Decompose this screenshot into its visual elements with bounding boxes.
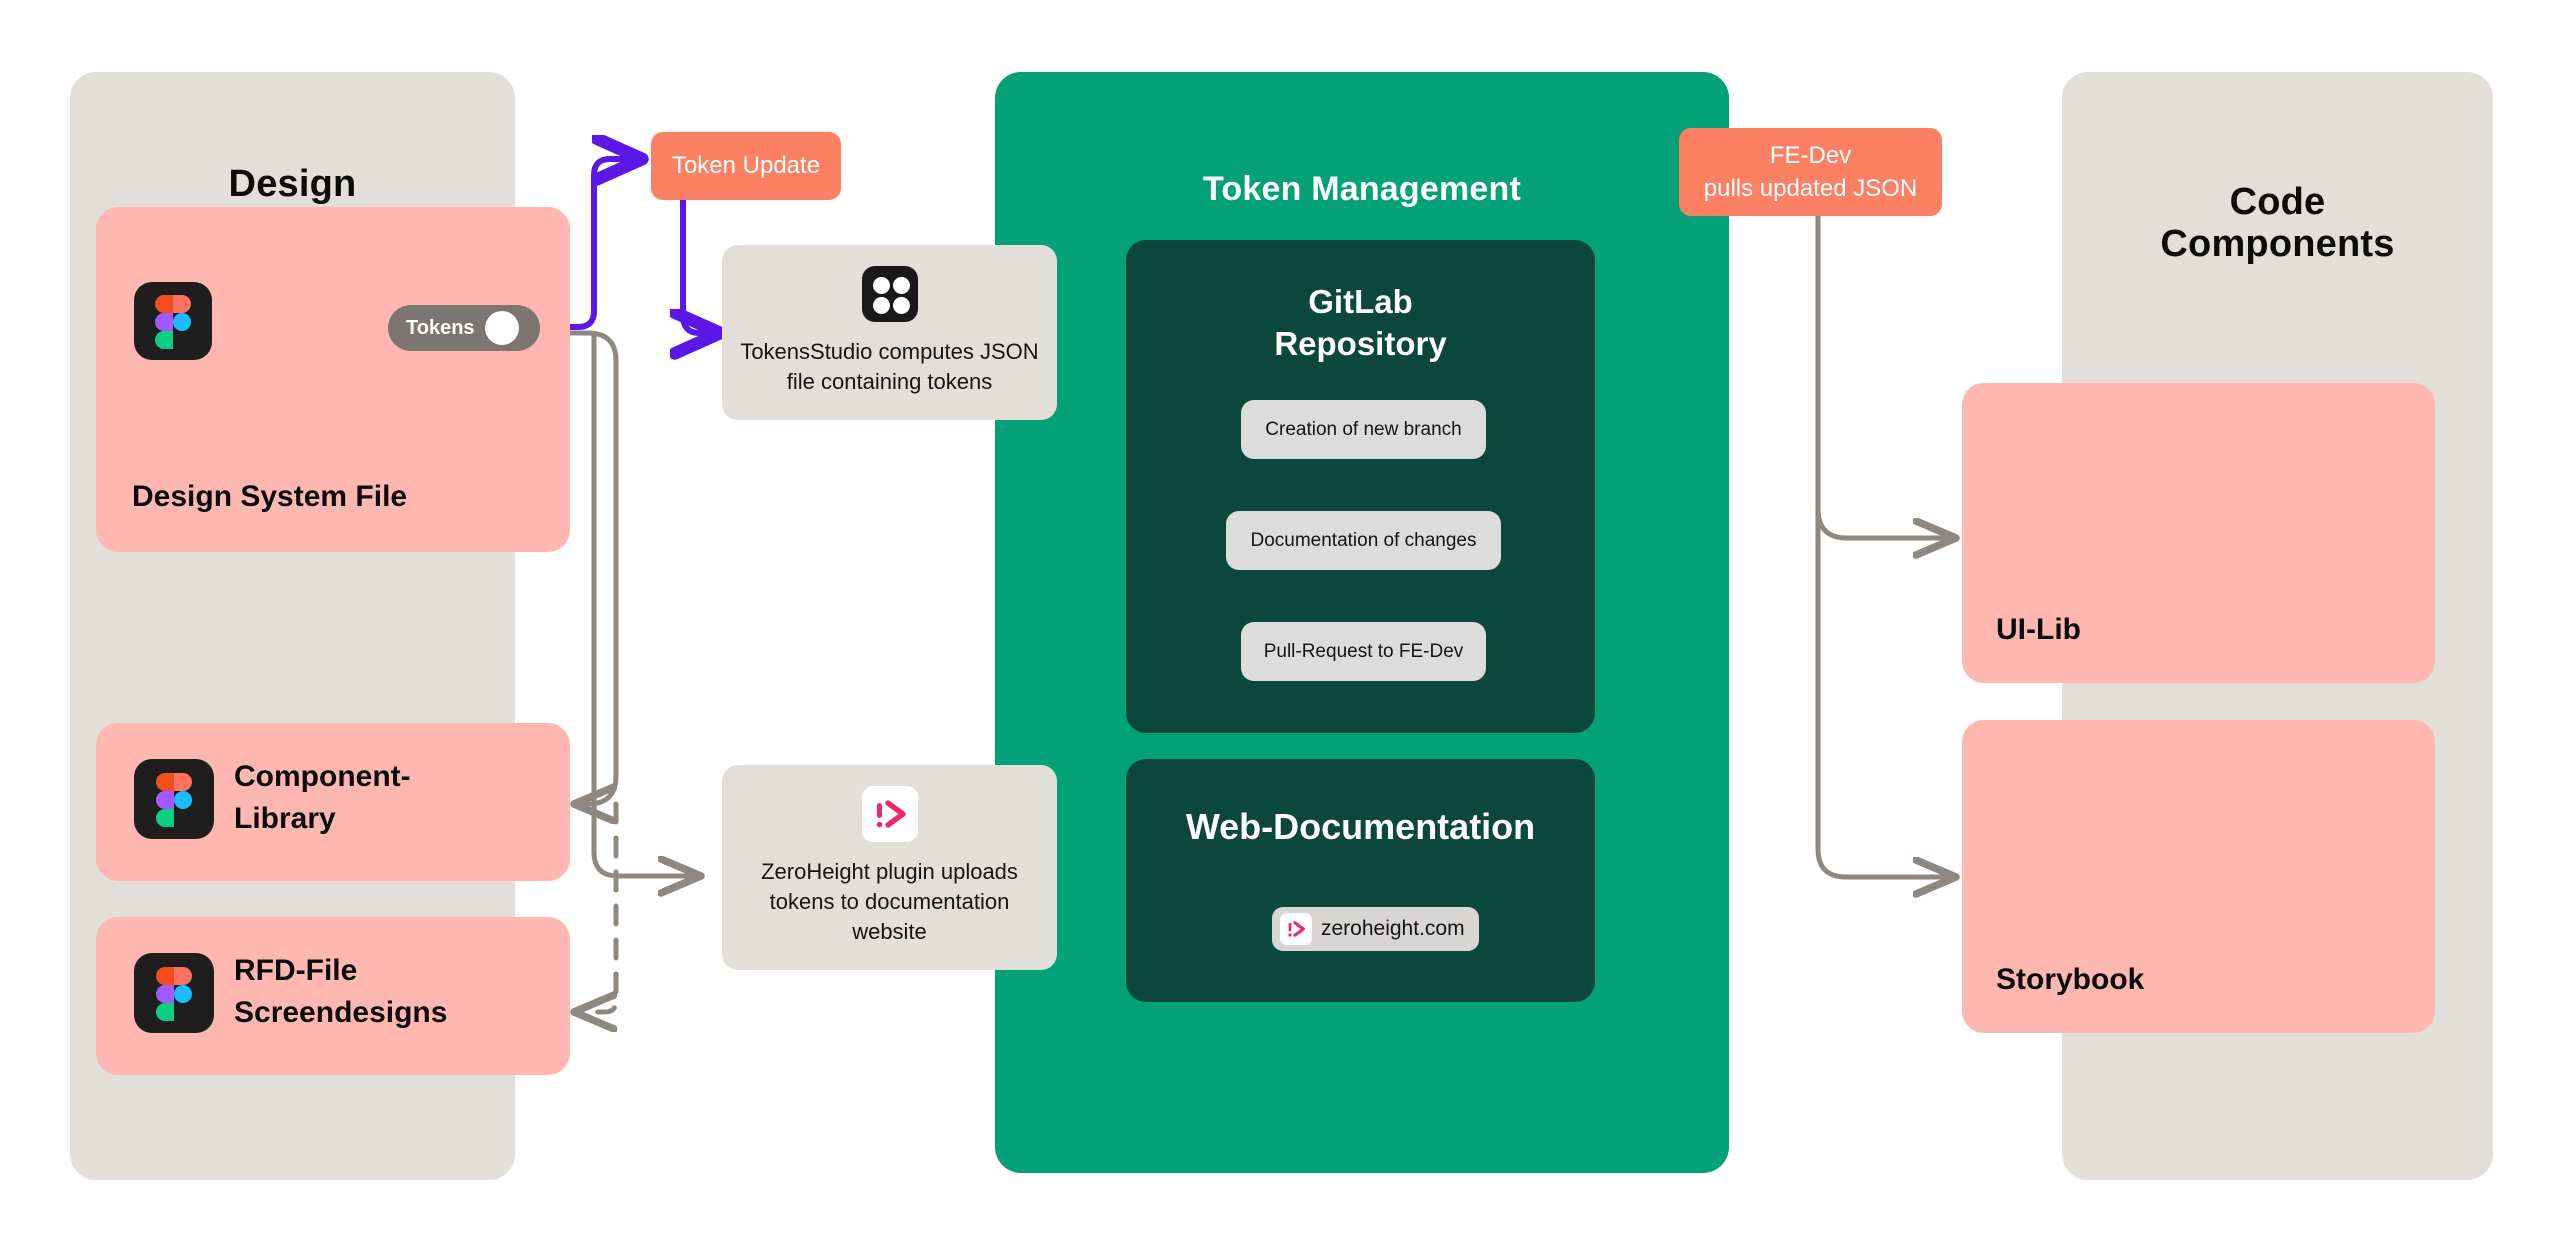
card-rfd-file[interactable]: RFD-File Screendesigns (96, 917, 570, 1075)
card-rfd-file-label-line2: Screendesigns (234, 996, 448, 1029)
zeroheight-link-chip[interactable]: zeroheight.com (1272, 907, 1479, 951)
card-design-system-file-label: Design System File (132, 479, 408, 513)
link-tokens-to-zeroheight-box (591, 332, 700, 876)
infobox-zeroheight-line2: tokens to documentation (769, 889, 1010, 914)
card-rfd-file-label-line1: RFD-File (234, 954, 358, 987)
figma-icon (134, 953, 214, 1033)
infobox-tokensstudio-line1: TokensStudio computes JSON (740, 339, 1039, 364)
badge-fe-dev-line2: pulls updated JSON (1703, 175, 1918, 202)
design-panel-title: Design (228, 163, 357, 205)
tokens-toggle-label: Tokens (406, 316, 475, 339)
toggle-knob[interactable] (484, 311, 519, 345)
card-ui-lib[interactable]: UI-Lib (1962, 383, 2435, 683)
card-component-library-label-line2: Library (234, 802, 336, 835)
zeroheight-link-label: zeroheight.com (1321, 917, 1465, 940)
token-management-title: Token Management (1202, 170, 1522, 208)
card-storybook-label: Storybook (1996, 962, 2145, 996)
code-components-title-line2: Components (2160, 223, 2395, 265)
infobox-tokensstudio-line2: file containing tokens (786, 369, 993, 394)
tokens-studio-icon (861, 266, 918, 322)
gitlab-title-line2: Repository (1274, 325, 1447, 362)
code-components-title-line1: Code (2229, 181, 2326, 223)
badge-token-update-label: Token Update (671, 152, 821, 180)
web-documentation-title: Web-Documentation (1185, 806, 1536, 847)
gitlab-step-creation-of-new-branch[interactable]: Creation of new branch (1241, 400, 1486, 459)
card-component-library[interactable]: Component- Library (96, 723, 570, 881)
link-token-update-to-tokensstudio (683, 197, 718, 333)
badge-fe-dev[interactable]: FE-Dev pulls updated JSON (1679, 128, 1942, 216)
card-ui-lib-label: UI-Lib (1996, 612, 2081, 646)
infobox-zeroheight-line1: ZeroHeight plugin uploads (761, 859, 1018, 884)
gitlab-step-label: Creation of new branch (1265, 418, 1462, 440)
gitlab-title-line1: GitLab (1308, 283, 1413, 320)
tokens-toggle[interactable]: Tokens (388, 305, 540, 351)
badge-fe-dev-line1: FE-Dev (1769, 141, 1852, 169)
gitlab-step-label: Pull-Request to FE-Dev (1263, 640, 1464, 662)
infobox-zeroheight-line3: website (852, 919, 927, 944)
link-fe-dev-to-ui-lib (1815, 194, 1955, 538)
infobox-zeroheight: ZeroHeight plugin uploads tokens to docu… (722, 765, 1057, 970)
web-documentation-panel: Web-Documentation (1126, 759, 1595, 1002)
card-design-system-file[interactable]: Design System File (96, 207, 570, 552)
card-component-library-label-line1: Component- (234, 760, 411, 793)
link-fe-dev-to-storybook (1815, 506, 1955, 877)
gitlab-step-label: Documentation of changes (1250, 529, 1477, 551)
figma-icon (134, 282, 212, 360)
figma-icon (134, 759, 214, 839)
badge-token-update[interactable]: Token Update (651, 132, 841, 200)
gitlab-step-documentation-of-changes[interactable]: Documentation of changes (1226, 511, 1501, 570)
zeroheight-icon (1280, 913, 1312, 945)
zeroheight-icon (861, 786, 918, 842)
gitlab-step-pull-request-to-fe-dev[interactable]: Pull-Request to FE-Dev (1241, 622, 1486, 681)
link-dashed-to-rfd-file (575, 801, 619, 1012)
infobox-tokensstudio: TokensStudio computes JSON file containi… (722, 245, 1057, 420)
card-storybook[interactable]: Storybook (1962, 720, 2435, 1033)
